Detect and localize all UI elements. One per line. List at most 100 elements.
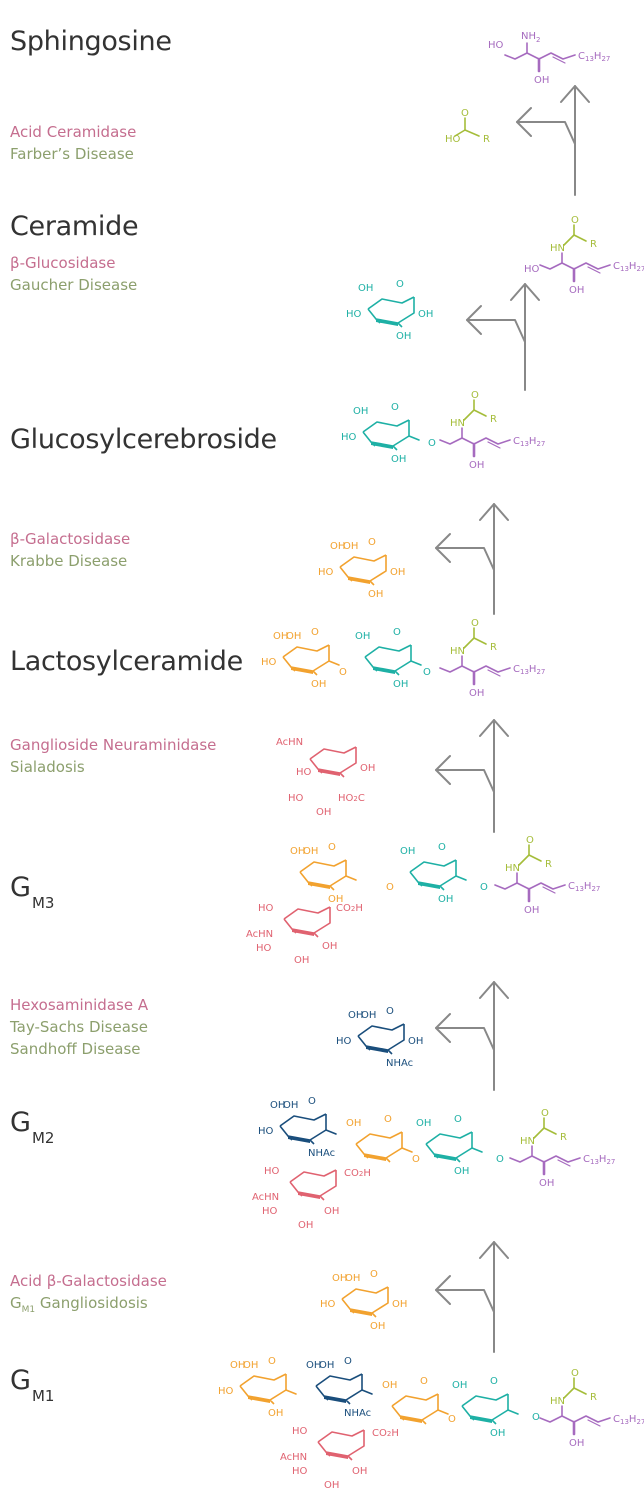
disease-label: Krabbe Disease [10,552,128,570]
enzyme-label: Acid Ceramidase [10,123,137,141]
ring-oxygen: O [454,1114,462,1125]
branch-shaft [435,1289,495,1313]
ring-oxygen: O [311,627,319,638]
hydroxyl: HO [218,1386,234,1397]
sphingosine-chain [539,1415,611,1423]
step-beta-glucosidase: β-Glucosidase Gaucher Disease [10,252,137,296]
glycosidic-bond [361,1389,373,1395]
hydroxyl: OH [324,1206,339,1217]
hydroxyl: OH [396,331,411,342]
amide-bond [463,637,487,649]
hydroxyl: HO [341,432,357,443]
alkyl-chain: C13H27 [513,664,545,676]
ring-oxygen: O [420,1376,428,1387]
hydroxyl: HO [336,1036,352,1047]
step-acid-beta-galactosidase: Acid β-Galactosidase GM1 Gangliosidosis [10,1270,167,1317]
carbonyl-oxygen: O [571,215,579,226]
ring-bond [309,746,357,778]
glycosidic-oxygen: O [448,1414,456,1425]
hydroxyl: OH [469,460,484,471]
ring-bond [283,906,331,938]
sphingosine-chain [539,262,611,270]
hydroxyl: OH [306,1360,321,1371]
step-acid-ceramidase: Acid Ceramidase Farber’s Disease [10,121,136,165]
carbonyl-oxygen: O [571,1368,579,1379]
hydroxyl: OH [345,1273,360,1284]
hydroxyl: OH [328,894,343,905]
ring-bond [367,296,415,328]
arrow-ganglioside-neuraminidase [435,719,509,833]
amide-nh: HN [550,243,565,254]
arrow-head [479,1241,509,1259]
hydroxyl: OH [539,1178,554,1189]
ring-bond [341,1286,389,1318]
acetamido: AcHN [252,1192,279,1203]
glycosidic-bond [328,660,340,666]
enzyme-label: β-Galactosidase [10,530,131,548]
hydroxyl: HO [292,1426,308,1437]
hydroxyl: OH [418,309,433,320]
ring-bond [282,644,330,676]
hydroxyl: OH [454,1166,469,1177]
sphingosine-chain [494,882,566,890]
hydroxyl: OH [290,846,305,857]
fatty-acyl-r: R [590,239,597,250]
hydroxyl: OH [348,1010,363,1021]
hydroxyl: OH [286,631,301,642]
fatty-acyl-r: R [590,1392,597,1403]
hydroxyl: OH [322,941,337,952]
acetamido: AcHN [246,929,273,940]
hydroxyl: HO [256,943,272,954]
hydroxyl: HO [296,767,312,778]
ring-bond [391,1393,439,1425]
fatty-acyl-r: R [483,134,490,145]
sphingosine-chain [439,437,511,445]
glycosidic-oxygen: O [532,1412,540,1423]
sphingosine-chain [509,1155,581,1163]
hydroxyl: OH [360,763,375,774]
hydroxyl: OH [358,283,373,294]
hydroxyl: OH [268,1408,283,1419]
hydroxyl: OH [391,454,406,465]
enzyme-label: β-Glucosidase [10,254,116,272]
ring-oxygen: O [344,1356,352,1367]
arrow-hexosaminidase-a [435,981,509,1091]
hydroxyl: OH [353,406,368,417]
branch-head [516,107,532,137]
double-bond [487,669,501,677]
compound-lactosylceramide: Lactosylceramide [10,646,243,677]
double-bond [557,1159,571,1167]
acetamido: NHAc [386,1058,413,1069]
glycosidic-bond [325,1129,337,1135]
compound-gm3: GM3 [10,872,55,912]
arrow-head [479,719,509,737]
acetamido: AcHN [276,737,303,748]
acetamido: NHAc [344,1408,371,1419]
hydroxyl: OH [452,1380,467,1391]
hydroxyl: OH [438,894,453,905]
ring-oxygen: O [368,537,376,548]
ring-bond [279,1113,327,1145]
disease-label: Sandhoff Disease [10,1040,141,1058]
hydroxyl: OH [330,541,345,552]
hydroxyl: OH [370,1321,385,1332]
branch-head [466,305,482,335]
hydroxyl: HO [258,1126,274,1137]
hydroxyl: OH [524,905,539,916]
carboxylic-acid: HO2C [338,793,365,804]
branch-shaft [435,547,495,571]
ring-bond [425,1131,473,1163]
carboxylic-acid: CO2H [344,1168,371,1179]
